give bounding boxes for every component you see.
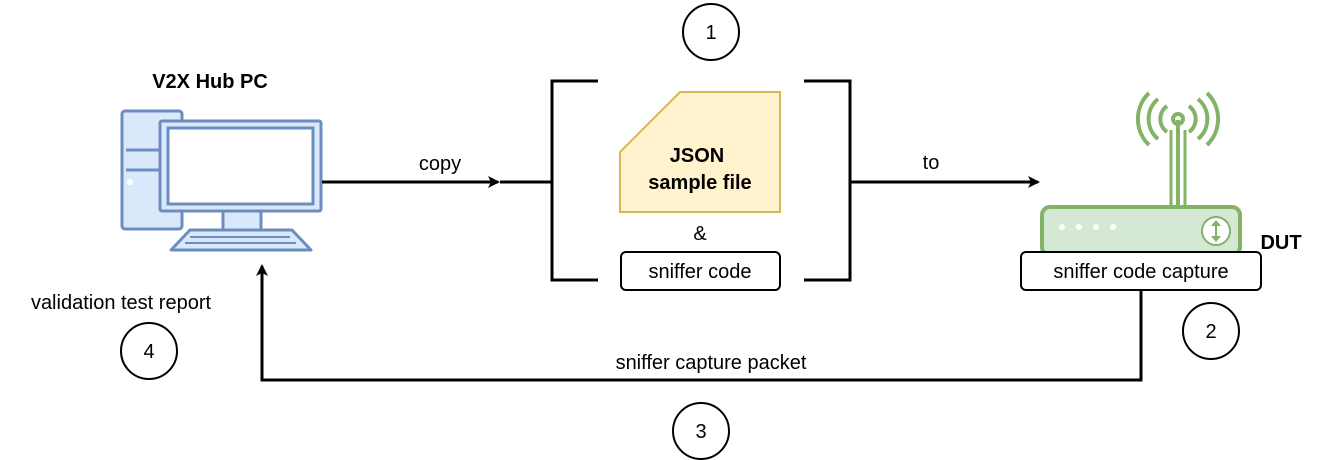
ampersand-label: & [693, 223, 707, 245]
sniffer-capture-box: sniffer code capture [1020, 251, 1262, 291]
capture-return-arrow [256, 264, 1143, 382]
file-name-line2: sample file [648, 172, 751, 194]
copy-label: copy [419, 153, 461, 175]
json-file-icon [619, 91, 781, 213]
step-4-badge: 4 [120, 322, 178, 380]
step-3-number: 3 [695, 421, 706, 443]
step-2-number: 2 [1205, 321, 1216, 343]
dut-label: DUT [1260, 232, 1301, 254]
report-label: validation test report [31, 292, 212, 314]
file-name-line1: JSON [670, 145, 724, 167]
to-label: to [923, 152, 940, 174]
step-1-badge: 1 [682, 3, 740, 61]
step-2-badge: 2 [1182, 302, 1240, 360]
sniffer-capture-label: sniffer code capture [1053, 261, 1228, 283]
step-1-number: 1 [705, 22, 716, 44]
step-4-number: 4 [143, 341, 154, 363]
desktop-computer-icon [120, 109, 323, 252]
right-bracket [804, 79, 852, 282]
left-bracket [550, 79, 598, 282]
sniffer-code-label: sniffer code [648, 261, 751, 283]
capture-packet-label: sniffer capture packet [616, 352, 807, 374]
step-3-badge: 3 [672, 402, 730, 460]
wireless-router-icon [1040, 91, 1242, 257]
pc-title: V2X Hub PC [152, 71, 268, 93]
sniffer-code-box: sniffer code [620, 251, 781, 291]
